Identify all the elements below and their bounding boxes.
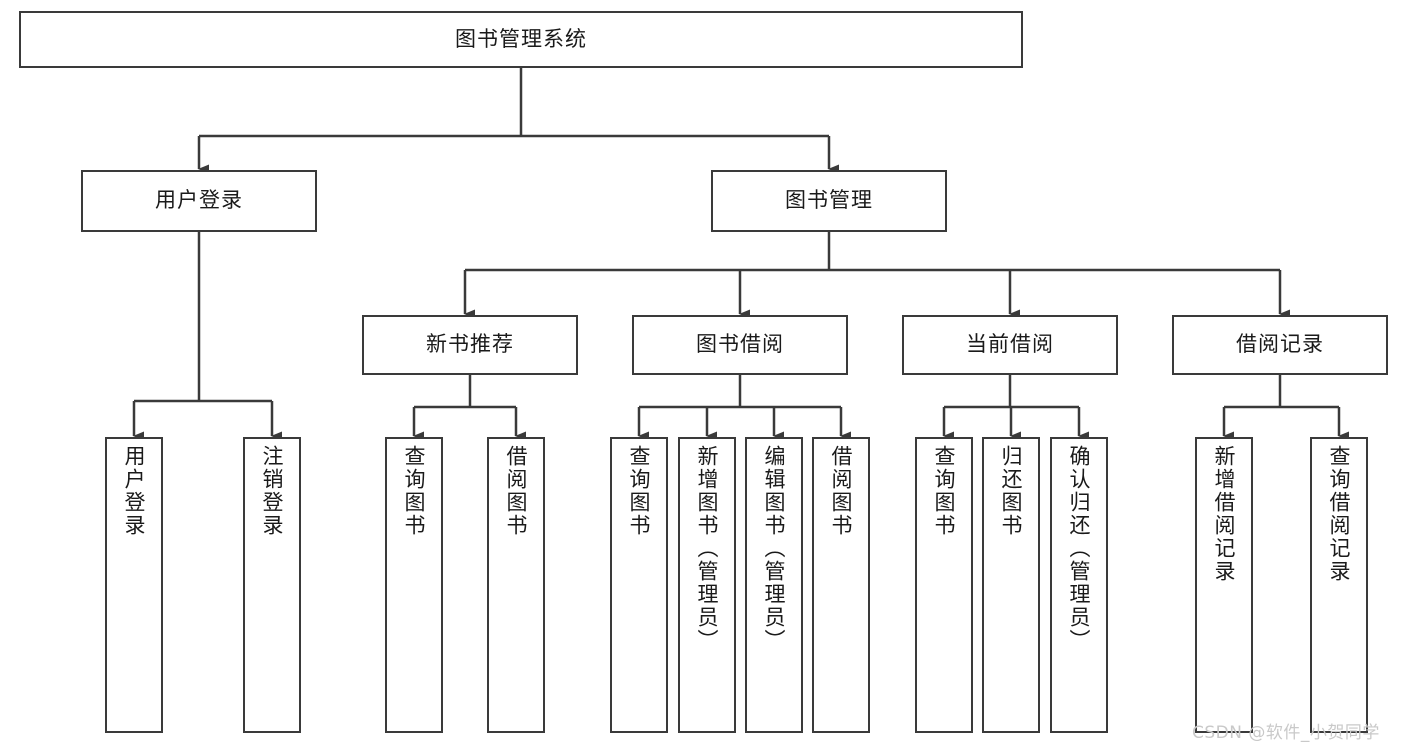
node-leaf-cur-query-book[interactable]: 查询图书	[915, 437, 973, 733]
node-leaf-user-login[interactable]: 用户登录	[105, 437, 163, 733]
node-leaf-query-borrow-record[interactable]: 查询借阅记录	[1310, 437, 1368, 733]
node-root-图书管理系统[interactable]: 图书管理系统	[19, 11, 1023, 68]
node-leaf-borrow-book[interactable]: 借阅图书	[812, 437, 870, 733]
node-label: 图书管理	[785, 188, 873, 213]
node-label: 用户登录	[122, 445, 147, 537]
node-label: 借阅图书	[829, 445, 854, 537]
node-leaf-confirm-return-admin[interactable]: 确认归还（管理员）	[1050, 437, 1108, 733]
node-label: 查询借阅记录	[1327, 445, 1352, 583]
node-label: 查询图书	[627, 445, 652, 537]
node-label: 新书推荐	[426, 332, 514, 357]
node-leaf-rec-query-book[interactable]: 查询图书	[385, 437, 443, 733]
node-leaf-add-borrow-record[interactable]: 新增借阅记录	[1195, 437, 1253, 733]
connector-lines	[132, 68, 1349, 441]
node-label: 借阅记录	[1236, 332, 1324, 357]
node-label: 查询图书	[402, 445, 427, 537]
node-leaf-logout[interactable]: 注销登录	[243, 437, 301, 733]
node-borrow-record[interactable]: 借阅记录	[1172, 315, 1388, 375]
node-label: 图书管理系统	[455, 26, 587, 51]
node-label: 当前借阅	[966, 332, 1054, 357]
node-label: 新增图书（管理员）	[695, 445, 720, 652]
node-label: 编辑图书（管理员）	[762, 445, 787, 652]
node-label: 确认归还（管理员）	[1067, 445, 1092, 652]
node-user-login[interactable]: 用户登录	[81, 170, 317, 232]
node-label: 新增借阅记录	[1212, 445, 1237, 583]
node-label: 图书借阅	[696, 332, 784, 357]
node-leaf-borrow-query-book[interactable]: 查询图书	[610, 437, 668, 733]
node-label: 借阅图书	[504, 445, 529, 537]
node-leaf-rec-borrow-book[interactable]: 借阅图书	[487, 437, 545, 733]
node-book-borrow[interactable]: 图书借阅	[632, 315, 848, 375]
node-label: 归还图书	[999, 445, 1024, 537]
node-leaf-return-book[interactable]: 归还图书	[982, 437, 1040, 733]
node-label: 注销登录	[260, 445, 285, 537]
node-book-manage[interactable]: 图书管理	[711, 170, 947, 232]
node-new-book-rec[interactable]: 新书推荐	[362, 315, 578, 375]
node-leaf-edit-book-admin[interactable]: 编辑图书（管理员）	[745, 437, 803, 733]
node-label: 查询图书	[932, 445, 957, 537]
node-leaf-add-book-admin[interactable]: 新增图书（管理员）	[678, 437, 736, 733]
node-current-borrow[interactable]: 当前借阅	[902, 315, 1118, 375]
node-label: 用户登录	[155, 188, 243, 213]
